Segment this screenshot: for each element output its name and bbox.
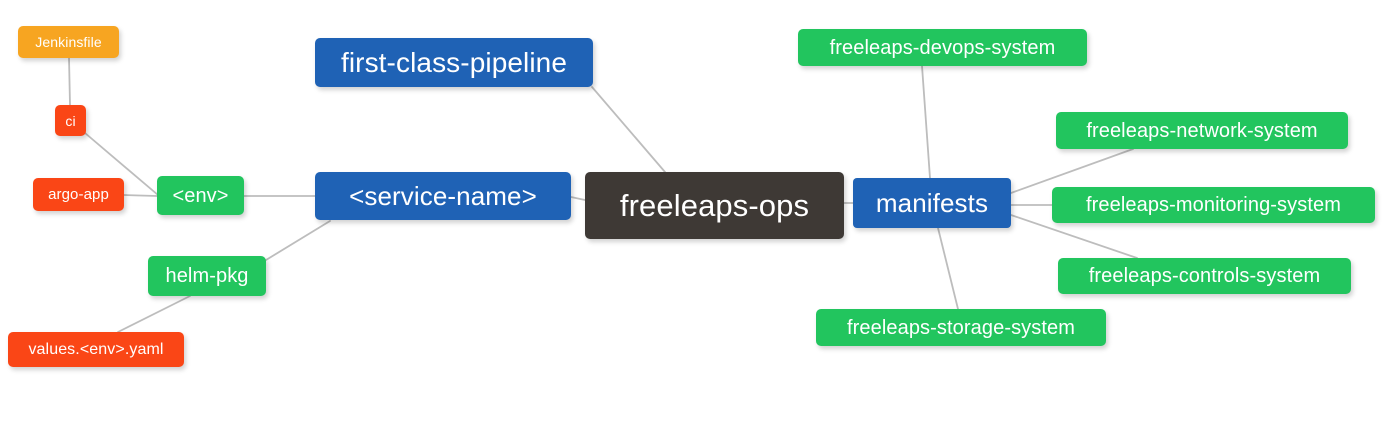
edge-values-env-yaml-to-helm-pkg bbox=[117, 295, 191, 333]
node-env[interactable]: <env> bbox=[157, 176, 244, 215]
node-label-ci: ci bbox=[65, 112, 76, 129]
edge-service-name-to-freeleaps-ops bbox=[570, 196, 586, 201]
node-label-values-env-yaml: values.<env>.yaml bbox=[28, 340, 164, 358]
node-label-first-class-pipeline: first-class-pipeline bbox=[340, 46, 568, 78]
edge-first-class-pipeline-to-freeleaps-ops bbox=[591, 86, 666, 173]
node-label-env: <env> bbox=[172, 184, 229, 207]
node-ci[interactable]: ci bbox=[55, 105, 86, 136]
node-freeleaps-storage-system[interactable]: freeleaps-storage-system bbox=[816, 309, 1106, 346]
edge-manifests-to-freeleaps-devops-system bbox=[921, 65, 931, 179]
edge-jenkinsfile-to-ci bbox=[68, 57, 71, 106]
node-label-manifests: manifests bbox=[875, 188, 989, 218]
node-freeleaps-ops[interactable]: freeleaps-ops bbox=[585, 172, 844, 239]
node-label-freeleaps-storage-system: freeleaps-storage-system bbox=[846, 316, 1076, 339]
node-label-argo-app: argo-app bbox=[48, 186, 109, 203]
node-freeleaps-network-system[interactable]: freeleaps-network-system bbox=[1056, 112, 1348, 149]
node-label-freeleaps-network-system: freeleaps-network-system bbox=[1086, 119, 1318, 142]
node-freeleaps-controls-system[interactable]: freeleaps-controls-system bbox=[1058, 258, 1351, 294]
node-first-class-pipeline[interactable]: first-class-pipeline bbox=[315, 38, 593, 87]
node-freeleaps-monitoring-system[interactable]: freeleaps-monitoring-system bbox=[1052, 187, 1375, 223]
node-freeleaps-devops-system[interactable]: freeleaps-devops-system bbox=[798, 29, 1087, 66]
node-label-freeleaps-controls-system: freeleaps-controls-system bbox=[1088, 265, 1321, 287]
node-label-jenkinsfile: Jenkinsfile bbox=[35, 34, 102, 50]
node-service-name[interactable]: <service-name> bbox=[315, 172, 571, 220]
node-label-freeleaps-devops-system: freeleaps-devops-system bbox=[829, 36, 1056, 59]
edge-manifests-to-freeleaps-storage-system bbox=[937, 227, 959, 310]
node-label-freeleaps-monitoring-system: freeleaps-monitoring-system bbox=[1085, 194, 1341, 216]
node-label-freeleaps-ops: freeleaps-ops bbox=[619, 188, 810, 223]
node-argo-app[interactable]: argo-app bbox=[33, 178, 124, 211]
node-helm-pkg[interactable]: helm-pkg bbox=[148, 256, 266, 296]
edge-helm-pkg-to-service-name bbox=[265, 220, 331, 261]
node-label-service-name: <service-name> bbox=[349, 181, 537, 211]
node-manifests[interactable]: manifests bbox=[853, 178, 1011, 228]
node-values-env-yaml[interactable]: values.<env>.yaml bbox=[8, 332, 184, 367]
edge-argo-app-to-env bbox=[123, 194, 158, 197]
node-jenkinsfile[interactable]: Jenkinsfile bbox=[18, 26, 119, 58]
node-label-helm-pkg: helm-pkg bbox=[165, 265, 249, 287]
